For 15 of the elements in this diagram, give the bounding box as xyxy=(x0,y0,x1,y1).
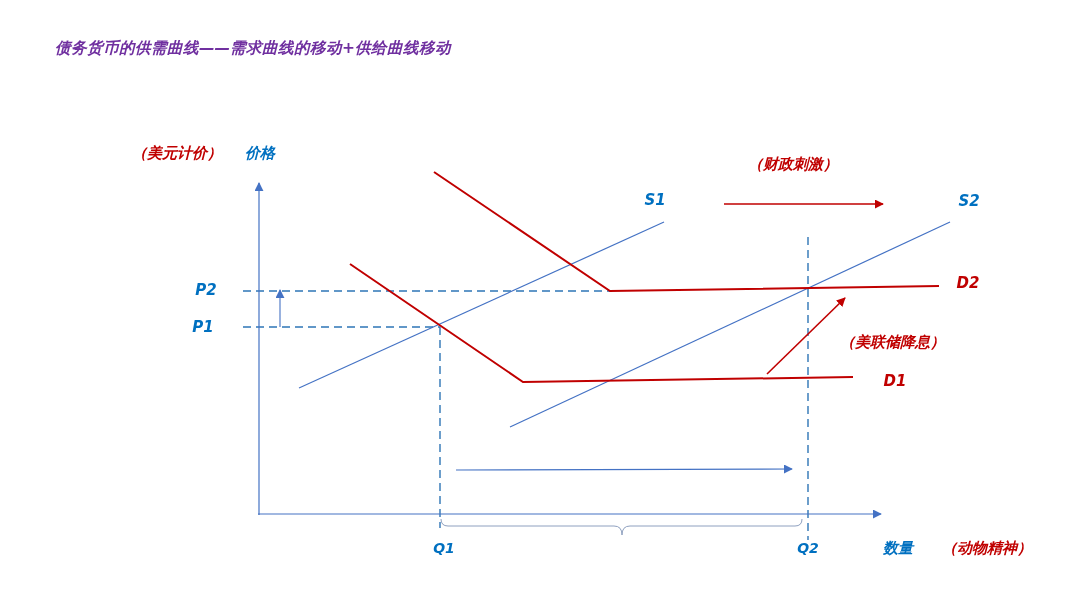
curve-label: S1 xyxy=(644,191,666,209)
tick-label: Q1 xyxy=(433,541,455,557)
annotation: （美联储降息） xyxy=(839,333,945,351)
curve-label: S2 xyxy=(958,192,980,210)
axis-label: 数量 xyxy=(883,539,913,557)
axis-label: 价格 xyxy=(245,144,275,162)
tick-label: P1 xyxy=(192,318,214,336)
curve-label: D2 xyxy=(956,274,980,292)
annotation: （财政刺激） xyxy=(748,155,838,173)
axis-label: （美元计价） xyxy=(132,144,222,162)
title: 债务货币的供需曲线——需求曲线的移动+供给曲线移动 xyxy=(55,40,451,58)
tick-label: Q2 xyxy=(797,541,819,557)
axis-label: （动物精神） xyxy=(942,539,1032,557)
curve-label: D1 xyxy=(883,372,907,390)
tick-label: P2 xyxy=(195,281,217,299)
